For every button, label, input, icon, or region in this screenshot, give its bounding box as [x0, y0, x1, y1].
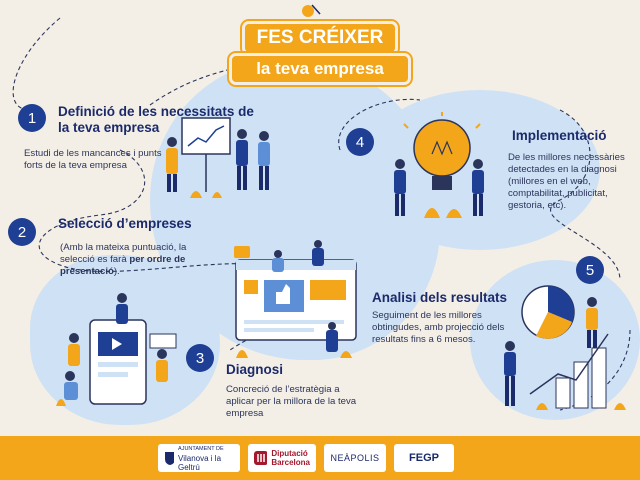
dashed-path — [12, 17, 631, 411]
step-4-illustration — [394, 112, 484, 218]
title-line1: FES CRÉIXER — [245, 24, 395, 52]
step-2-badge: 2 — [8, 218, 36, 246]
logo-fegp: FEGP — [394, 444, 454, 472]
step-3-text: Concreció de l’estratègia a aplicar per … — [226, 384, 357, 419]
step-2-heading: Selecció d’empreses — [58, 216, 192, 231]
step-5-heading: Analisi dels resultats — [372, 290, 508, 305]
step-2-illustration — [56, 293, 177, 406]
pencil-icon — [302, 4, 321, 17]
logo-diputacio: Diputació Barcelona — [248, 444, 316, 472]
step-2-text-post: ). — [113, 266, 120, 277]
step-4-heading: Implementació — [512, 128, 607, 143]
logo-neapolis: NEÀPOLIS — [324, 444, 386, 472]
logo-vilanova-line2: Vilanova i la Geltrú — [178, 453, 222, 472]
logo-vilanova: AJUNTAMENT DE Vilanova i la Geltrú — [158, 444, 240, 472]
step-2-text-pre: (Amb la mateixa puntuació, la selecció e… — [60, 242, 187, 265]
step-2-text-bold: per ordre de presentació — [60, 254, 186, 277]
step-1-heading: Definició de les necessitats de la teva … — [58, 104, 254, 135]
step-1-text: Estudi de les mancances i punts forts de… — [24, 148, 162, 171]
footer-bar — [0, 436, 640, 480]
step-1-badge: 1 — [18, 104, 46, 132]
step-2-text: (Amb la mateixa puntuació, la selecció e… — [60, 242, 220, 278]
title-line2: la teva empresa — [232, 56, 408, 82]
logo-diputacio-line2: Barcelona — [271, 458, 310, 467]
logo-neapolis-text: NEÀPOLIS — [330, 452, 380, 463]
logo-fegp-text: FEGP — [409, 451, 439, 464]
logo-vilanova-line1: AJUNTAMENT DE — [178, 445, 224, 452]
step-1-illustration — [166, 117, 270, 198]
step-3-heading: Diagnosi — [226, 362, 284, 377]
step-3-badge: 3 — [186, 344, 214, 372]
step-5-text: Seguiment de les millores obtingudes, am… — [372, 310, 505, 345]
step-5-badge: 5 — [576, 256, 604, 284]
step-5-illustration — [504, 285, 626, 410]
step-4-badge: 4 — [346, 128, 374, 156]
step-3-illustration — [234, 240, 357, 358]
emblem-icon — [254, 451, 268, 465]
step-4-text: De les millores necessàries detectades e… — [508, 152, 625, 211]
logo-diputacio-line1: Diputació — [271, 449, 308, 458]
shield-icon — [165, 452, 175, 465]
